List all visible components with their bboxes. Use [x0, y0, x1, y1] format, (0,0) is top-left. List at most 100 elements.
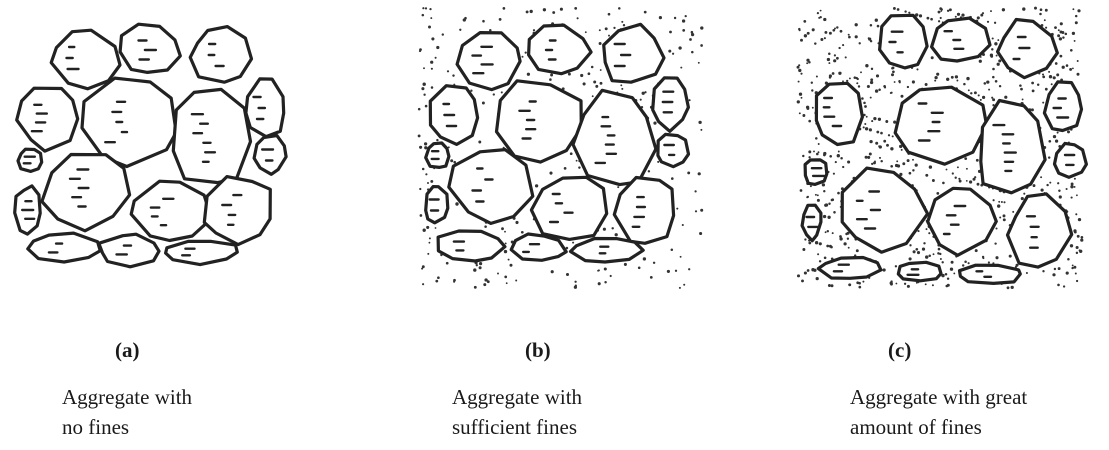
- fine-particle: [904, 10, 907, 13]
- stone-outline: [896, 260, 943, 283]
- fine-particle: [858, 285, 862, 289]
- fine-particle: [690, 30, 694, 34]
- fine-particle: [678, 286, 681, 289]
- aggregate-stone: [568, 236, 645, 264]
- fine-particle: [946, 77, 950, 81]
- fine-particle: [928, 165, 933, 169]
- fine-particle: [967, 262, 970, 265]
- aggregate-stone: [1042, 80, 1084, 133]
- fine-particle: [860, 71, 862, 74]
- aggregate-stone: [896, 260, 943, 283]
- fine-particle: [617, 186, 620, 189]
- fine-particle: [994, 42, 998, 46]
- fine-particle: [599, 69, 602, 71]
- stone-outline: [164, 239, 239, 267]
- fine-particle: [1001, 8, 1006, 12]
- fine-particle: [828, 74, 832, 78]
- fine-particle: [422, 228, 426, 232]
- fine-particle: [854, 23, 858, 27]
- fine-particle: [604, 27, 608, 31]
- stone-outline: [129, 179, 214, 243]
- fine-particle: [1031, 81, 1034, 85]
- aggregate-stone: [13, 184, 42, 236]
- fine-particle: [424, 146, 428, 150]
- fine-particle: [862, 280, 865, 283]
- fine-particle: [470, 89, 473, 92]
- stone-outline: [202, 175, 272, 247]
- fine-particle: [948, 8, 952, 12]
- fine-particle: [817, 253, 820, 256]
- fine-particle: [950, 75, 954, 79]
- fine-particle: [575, 159, 578, 162]
- fine-particle: [598, 42, 602, 45]
- fine-particle: [1072, 8, 1075, 11]
- fine-particle: [1053, 267, 1057, 271]
- fine-particle: [836, 56, 839, 60]
- stone-outline: [816, 255, 883, 280]
- aggregate-stone: [202, 175, 272, 247]
- stone-outline: [1052, 141, 1088, 179]
- fine-particle: [694, 190, 697, 193]
- fine-particle: [934, 75, 938, 80]
- fine-particle: [1075, 245, 1079, 250]
- fine-particle: [828, 202, 831, 205]
- fine-particle: [565, 272, 570, 277]
- fine-particle: [869, 96, 872, 99]
- fine-particle: [1073, 185, 1076, 188]
- fine-particle: [916, 251, 921, 255]
- fine-particle: [423, 142, 428, 146]
- fine-particle: [826, 57, 831, 62]
- fine-particle: [587, 72, 591, 76]
- fine-particle: [987, 261, 990, 264]
- fine-particle: [805, 105, 810, 109]
- fine-particle: [534, 184, 539, 188]
- fine-particle: [928, 232, 931, 235]
- fine-particle: [903, 282, 907, 285]
- fine-particle: [1070, 185, 1074, 189]
- fine-particle: [925, 255, 929, 259]
- fine-particle: [912, 169, 915, 172]
- fine-particle: [972, 177, 976, 181]
- fine-particle: [912, 158, 914, 161]
- fine-particle: [885, 120, 889, 123]
- fine-particle: [995, 54, 998, 57]
- fine-particle: [1077, 217, 1082, 222]
- aggregate-stone: [436, 229, 507, 263]
- fine-particle: [1020, 197, 1024, 201]
- fine-particle: [598, 29, 601, 32]
- fine-particle: [997, 204, 1001, 208]
- fine-particle: [958, 177, 961, 180]
- stone-outline: [612, 175, 676, 245]
- fine-particle: [874, 89, 879, 93]
- fine-particle: [1077, 9, 1081, 13]
- fine-particle: [876, 24, 880, 28]
- fine-particle: [422, 283, 425, 286]
- fine-particle: [565, 246, 569, 250]
- fine-particle: [954, 176, 957, 179]
- fine-particle: [802, 248, 806, 251]
- fine-particle: [956, 79, 959, 82]
- stone-outline: [424, 185, 450, 225]
- fine-particle: [1021, 98, 1024, 101]
- fine-particle: [899, 144, 903, 149]
- fine-particle: [869, 39, 873, 43]
- fine-particle: [647, 170, 651, 173]
- fine-particle: [981, 255, 985, 259]
- fine-particle: [863, 113, 866, 117]
- fine-particle: [621, 20, 624, 23]
- fine-particle: [865, 115, 868, 118]
- fine-particle: [902, 162, 906, 166]
- fine-particle: [986, 80, 990, 84]
- fine-particle: [486, 280, 490, 284]
- fine-particle: [932, 253, 935, 256]
- fine-particle: [854, 35, 858, 39]
- fine-particle: [923, 242, 926, 245]
- fine-particle: [428, 25, 431, 29]
- fine-particle: [700, 44, 703, 47]
- fine-particle: [591, 95, 594, 98]
- fine-particle: [887, 134, 891, 137]
- fine-particle: [824, 30, 828, 34]
- aggregate-stone: [800, 203, 823, 243]
- fine-particle: [428, 241, 431, 244]
- fine-particle: [912, 250, 916, 254]
